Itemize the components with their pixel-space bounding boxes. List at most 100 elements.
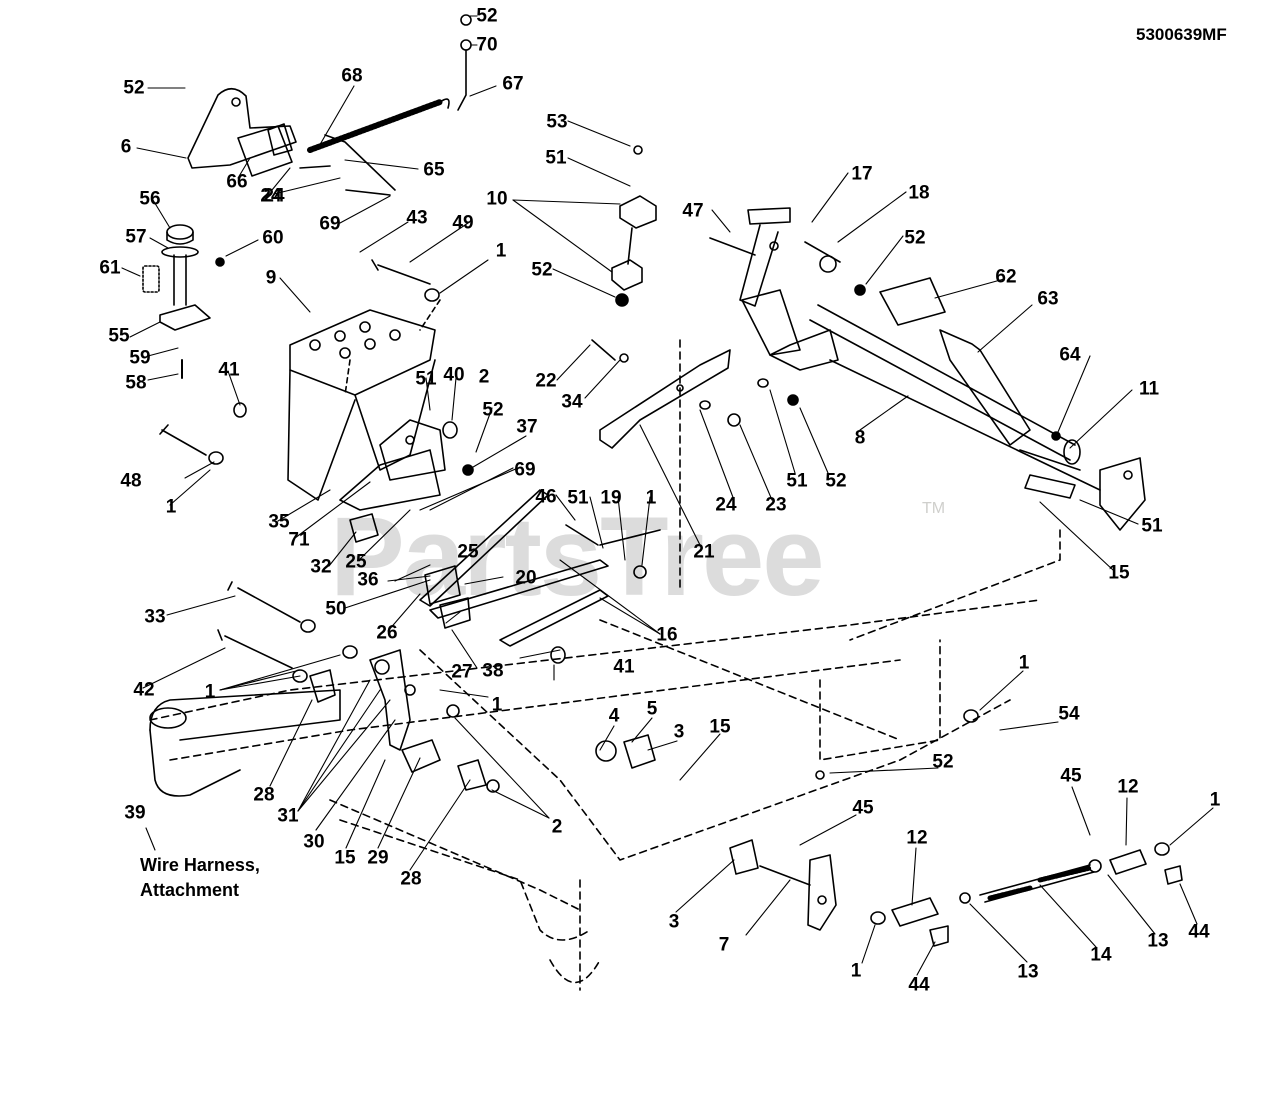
callout-1: 1 — [165, 496, 177, 518]
callout-24: 24 — [263, 185, 285, 207]
callout-66: 66 — [226, 171, 248, 193]
callout-44: 44 — [908, 974, 930, 996]
callout-24: 24 — [715, 494, 737, 516]
callout-5: 5 — [646, 698, 658, 720]
fasteners — [208, 284, 1170, 925]
callout-35: 35 — [268, 511, 290, 533]
long-shaft — [809, 304, 1101, 491]
callout-19: 19 — [600, 487, 622, 509]
callout-42: 42 — [133, 679, 155, 701]
callout-70: 70 — [476, 34, 498, 56]
callout-1: 1 — [204, 681, 216, 703]
callout-9: 9 — [265, 267, 277, 289]
callout-1: 1 — [850, 960, 862, 982]
callout-18: 18 — [908, 182, 930, 204]
callout-20: 20 — [515, 567, 537, 589]
callout-28: 28 — [400, 868, 422, 890]
diagram-code: 5300639MF — [1136, 25, 1227, 44]
callout-7: 7 — [718, 934, 730, 956]
callout-69: 69 — [319, 213, 341, 235]
callout-45: 45 — [852, 797, 874, 819]
bolts — [159, 134, 756, 669]
callout-24: 24 — [260, 185, 282, 207]
note-line-1: Wire Harness, — [140, 855, 260, 875]
callout-12: 12 — [906, 827, 928, 849]
callout-2: 2 — [551, 816, 563, 838]
callout-55: 55 — [108, 325, 130, 347]
callout-52: 52 — [482, 399, 504, 421]
callout-1: 1 — [645, 487, 657, 509]
callout-63: 63 — [1037, 288, 1059, 310]
callout-67: 67 — [502, 73, 524, 95]
callout-52: 52 — [932, 751, 954, 773]
callout-4: 4 — [608, 705, 620, 727]
callout-50: 50 — [325, 598, 347, 620]
callout-37: 37 — [516, 416, 538, 438]
watermark: PartsTree — [330, 494, 825, 619]
callout-15: 15 — [709, 716, 731, 738]
callout-15: 15 — [334, 847, 356, 869]
leader-lines — [121, 15, 1214, 976]
frame-tube — [149, 689, 341, 797]
callout-64: 64 — [1059, 344, 1081, 366]
callout-15: 15 — [1108, 562, 1130, 584]
callout-36: 36 — [357, 569, 379, 591]
callout-3: 3 — [673, 721, 685, 743]
callout-58: 58 — [125, 372, 147, 394]
rod-ends — [891, 849, 1183, 947]
callout-30: 30 — [303, 831, 325, 853]
callout-65: 65 — [423, 159, 445, 181]
callout-26: 26 — [376, 622, 398, 644]
callout-71: 71 — [288, 529, 310, 551]
callout-1: 1 — [491, 694, 503, 716]
callout-59: 59 — [129, 347, 151, 369]
callout-8: 8 — [854, 427, 866, 449]
callout-1: 1 — [1209, 789, 1221, 811]
threaded-rod — [979, 864, 1095, 903]
callout-12: 12 — [1117, 776, 1139, 798]
callout-1: 1 — [495, 240, 507, 262]
shaft-bracket — [879, 277, 1146, 531]
callout-56: 56 — [139, 188, 161, 210]
callout-51: 51 — [786, 470, 808, 492]
callout-46: 46 — [535, 486, 557, 508]
pivot-arm — [369, 649, 416, 751]
callout-22: 22 — [535, 370, 557, 392]
drive-lever — [739, 207, 841, 371]
callout-33: 33 — [144, 606, 166, 628]
callout-34: 34 — [561, 391, 583, 413]
bushings — [267, 123, 759, 875]
callout-2: 2 — [478, 366, 490, 388]
knob-assembly — [142, 224, 225, 379]
callout-52: 52 — [825, 470, 847, 492]
callout-39: 39 — [124, 802, 146, 824]
callout-61: 61 — [99, 257, 121, 279]
callout-43: 43 — [406, 207, 428, 229]
callout-29: 29 — [367, 847, 389, 869]
callout-52: 52 — [531, 259, 553, 281]
callout-25: 25 — [457, 541, 479, 563]
callout-3: 3 — [668, 911, 680, 933]
callout-38: 38 — [482, 660, 504, 682]
right-pivot-arm — [759, 854, 837, 931]
callout-69: 69 — [514, 459, 536, 481]
callout-54: 54 — [1058, 703, 1080, 725]
callout-25: 25 — [345, 551, 367, 573]
callout-16: 16 — [656, 624, 678, 646]
watermark-trademark: TM — [922, 500, 946, 517]
callout-45: 45 — [1060, 765, 1082, 787]
callout-21: 21 — [693, 541, 715, 563]
callout-28: 28 — [253, 784, 275, 806]
spring — [307, 14, 472, 153]
plate-bracket — [599, 349, 731, 449]
callout-52: 52 — [904, 227, 926, 249]
callout-53: 53 — [546, 111, 568, 133]
callout-51: 51 — [567, 487, 589, 509]
callout-1: 1 — [1018, 652, 1030, 674]
callout-41: 41 — [613, 656, 635, 678]
callout-60: 60 — [262, 227, 284, 249]
callout-10: 10 — [486, 188, 508, 210]
wire-harness-note: Wire Harness, Attachment — [140, 853, 260, 903]
callout-57: 57 — [125, 226, 147, 248]
